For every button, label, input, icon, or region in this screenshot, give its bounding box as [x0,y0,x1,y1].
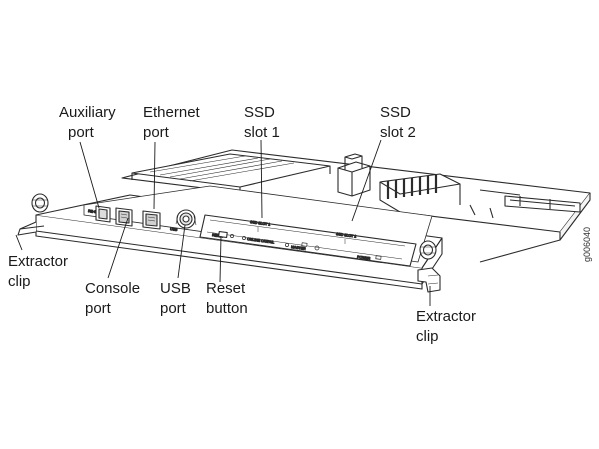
leader-lines [15,139,431,306]
svg-text:USB: USB [170,227,178,232]
status-indicators [230,234,382,260]
leader-ssd-slot-1 [260,139,263,219]
svg-text:ONLINE OK/FAIL: ONLINE OK/FAIL [247,237,275,245]
label-ethernet-port: Ethernet port [143,104,204,141]
component-block-2 [344,153,363,160]
ethernet-port-graphic [142,210,161,230]
auxiliary-port-graphic [95,205,111,223]
label-ssd-slot-1: SSD slot 1 [244,104,280,141]
callout-labels: Auxiliary port Ethernet port SSD slot 1 … [8,104,480,345]
label-reset-button: Reset button [206,280,249,317]
rear-heatsink [379,173,461,213]
label-ssd-slot-2: SSD slot 2 [380,104,416,141]
label-usb-port: USB port [160,280,195,317]
leader-extractor-clip-left [15,234,23,251]
usb-port-graphic [175,209,197,229]
leader-ssd-slot-2 [351,139,382,222]
reset-button-graphic [218,230,228,239]
right-thumb-screw [419,240,437,260]
module-drawing: SSD SLOT 1 SSD SLOT 2 RESET ONLINE OK/FA… [17,149,591,293]
svg-text:MASTER: MASTER [291,245,306,251]
label-console-port: Console port [85,280,144,317]
svg-text:SSD SLOT 2: SSD SLOT 2 [336,232,357,239]
label-auxiliary-port: Auxiliary port [59,104,120,141]
figure-id: g006040 [582,227,592,262]
leader-console-port [107,217,129,279]
label-extractor-clip-left: Extractor clip [8,253,72,290]
leader-usb-port [177,224,186,279]
svg-text:SSD SLOT 1: SSD SLOT 1 [250,220,271,227]
left-thumb-screw [31,193,49,213]
left-extractor-clip [17,221,45,236]
leader-auxiliary-port [79,141,100,209]
console-port-graphic [115,207,133,227]
leader-ethernet-port [153,141,156,210]
svg-text:POWER: POWER [357,255,371,261]
right-extractor-clip [417,267,441,293]
rear-bracket [504,195,581,213]
leader-reset-button [219,235,222,283]
label-extractor-clip-right: Extractor clip [416,308,480,345]
